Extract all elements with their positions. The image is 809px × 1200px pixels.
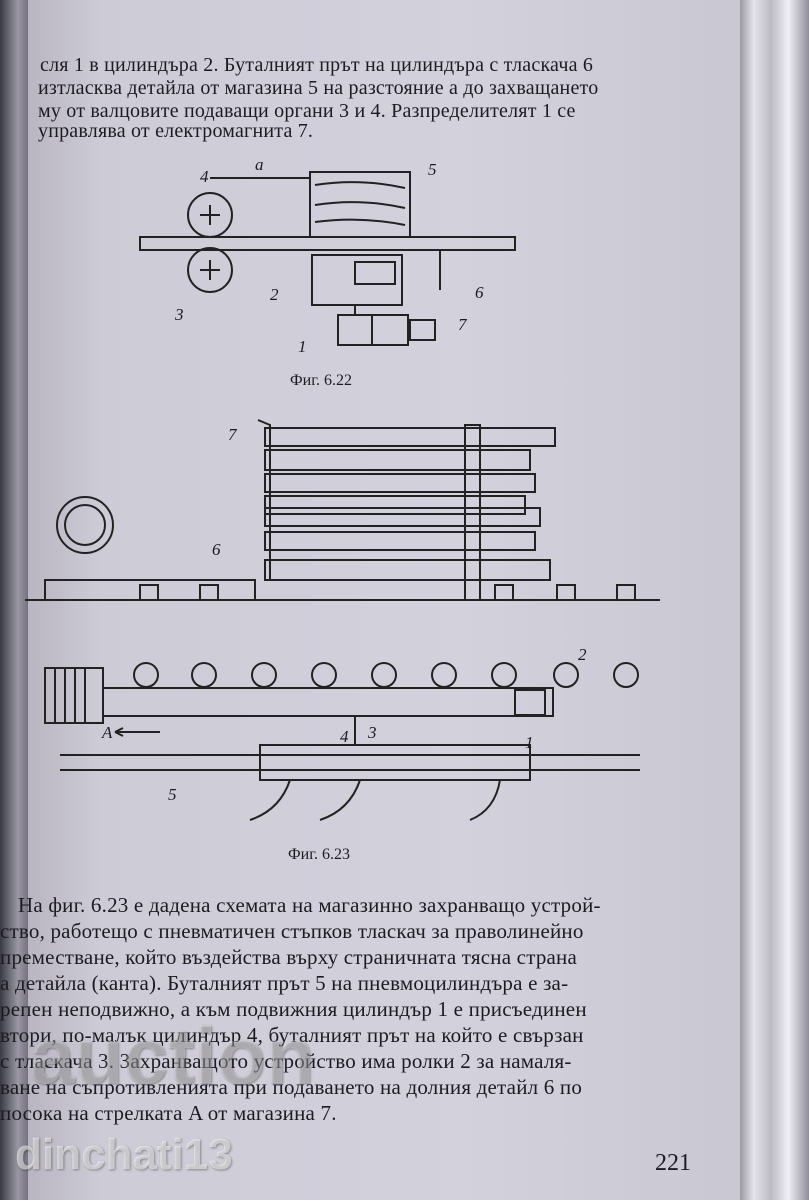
fig-label: 3: [367, 723, 377, 742]
text-line: му от валцовите подаващи органи 3 и 4. Р…: [38, 100, 576, 122]
text-line: изтласква детайла от магазина 5 на разст…: [38, 77, 599, 99]
user-watermark: dinchati13: [15, 1130, 233, 1179]
fig-label: 2: [578, 645, 587, 664]
auction-watermark: auction: [30, 1011, 315, 1100]
text-line: ване на съпротивленията при подаването н…: [0, 1075, 583, 1099]
text-line: с тласкача 3. Захранващото устройство им…: [0, 1049, 572, 1073]
page-number: 221: [655, 1150, 691, 1176]
fig-label: 7: [228, 425, 238, 444]
fig-label: 2: [270, 285, 279, 304]
figure-caption: Фиг. 6.22: [290, 372, 352, 389]
fig-label: 3: [174, 305, 184, 324]
fig-label: 5: [168, 785, 177, 804]
fig-label: 1: [298, 337, 307, 356]
figure-6-22-labels: 4 a 5 6 2 3 7 1: [174, 155, 484, 356]
fig-label: a: [255, 155, 264, 174]
fig-label: 6: [212, 540, 221, 559]
figure-6-23-drawing: [25, 419, 660, 821]
text-line: ство, работещо с пневматичен стъпков тла…: [0, 919, 584, 943]
fig-label: 4: [340, 727, 349, 746]
text-line: На фиг. 6.23 е дадена схемата на магазин…: [18, 893, 601, 917]
fig-label: 7: [458, 315, 468, 334]
text-line: сля 1 в цилиндъра 2. Буталният прът на ц…: [40, 54, 594, 76]
fig-label: 1: [525, 733, 534, 752]
fig-label: 4: [200, 167, 209, 186]
figure-caption: Фиг. 6.23: [288, 846, 350, 863]
page-edges: [740, 0, 809, 1200]
rollers: [133, 662, 639, 688]
fig-label: 5: [428, 160, 437, 179]
text-line: управлява от електромагнита 7.: [38, 120, 314, 142]
fig-label: A: [101, 723, 113, 742]
figure-6-22-drawing: [139, 171, 516, 346]
text-line: а детайла (канта). Буталният прът 5 на п…: [0, 971, 569, 995]
text-line: репен неподвижно, а към подвижния цилинд…: [0, 997, 587, 1021]
text-line: посока на стрелката A от магазина 7.: [0, 1101, 337, 1125]
text-line: преместване, който въздейства върху стра…: [0, 945, 578, 969]
text-line: втори, по-малък цилиндър 4, буталният пр…: [0, 1023, 584, 1047]
figure-6-23-labels: 7 6 2 A 4 3 1 5: [101, 425, 587, 804]
fig-label: 6: [475, 283, 484, 302]
